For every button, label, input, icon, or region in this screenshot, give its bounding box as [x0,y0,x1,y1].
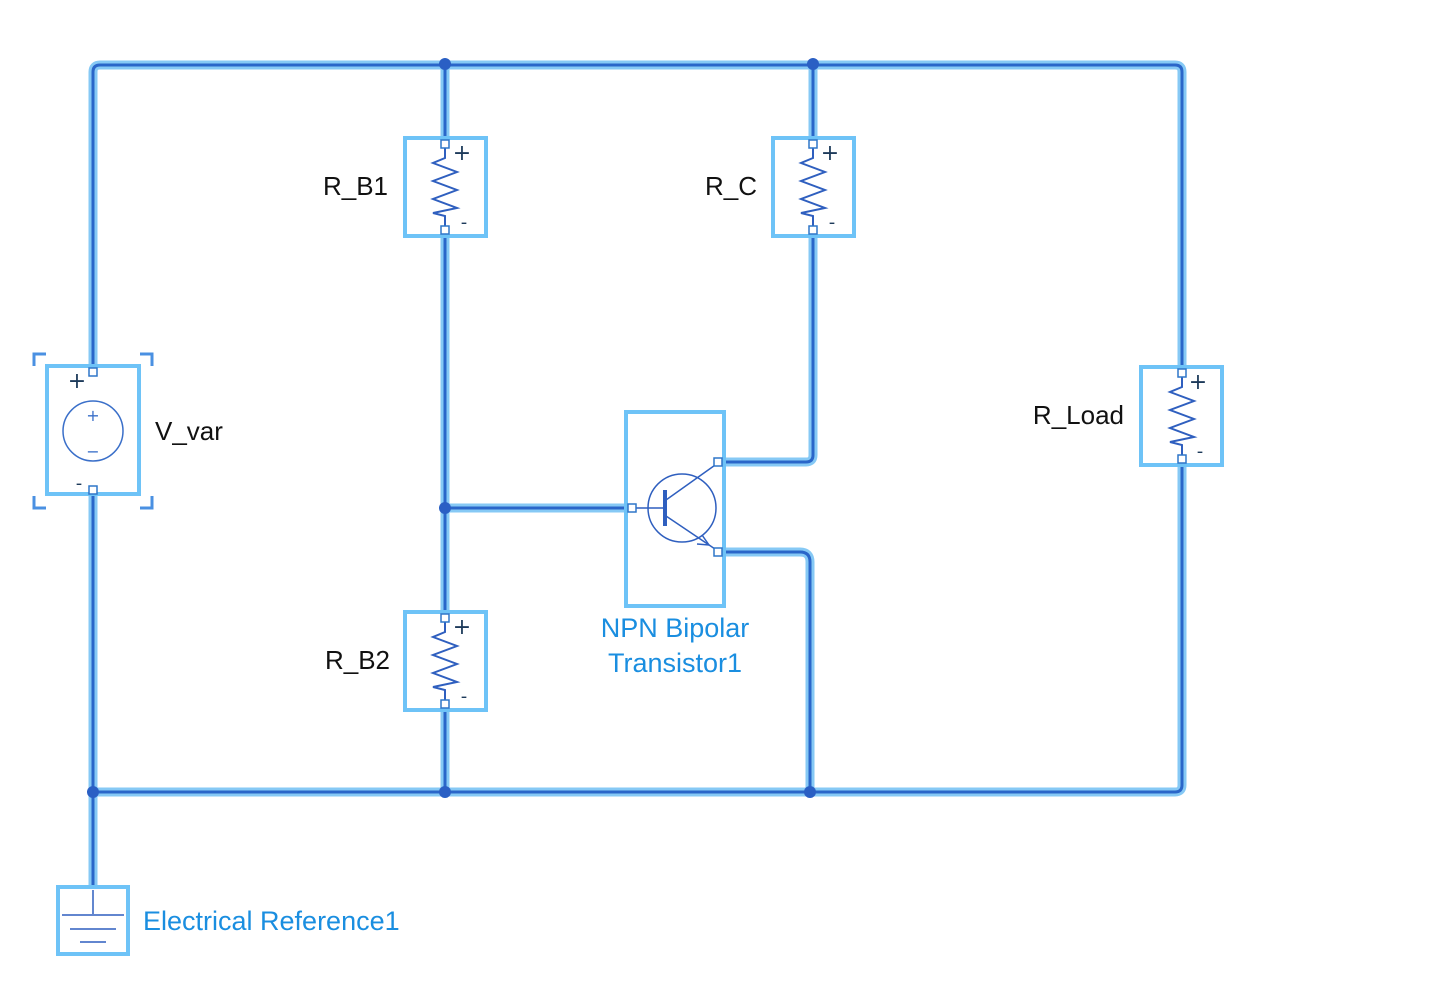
r-b1-port-plus[interactable] [440,139,450,149]
v-var-minus-sign: - [76,473,83,494]
r-load-plus-sign: + [1189,370,1207,395]
r-load-minus-sign: - [1197,441,1204,462]
block-r-b2[interactable]: + - [403,610,488,712]
wire-collector[interactable] [713,225,818,467]
selection-handles [32,352,154,510]
v-var-label: V_var [155,416,223,446]
r-b2-port-minus[interactable] [440,699,450,709]
npn-port-base[interactable] [627,503,637,513]
r-load-label: R_Load [1033,400,1124,430]
ground-label: Electrical Reference1 [143,906,400,936]
v-var-inner-minus: − [86,442,99,461]
npn-port-emitter[interactable] [713,547,723,557]
wire-emitter[interactable] [713,547,815,797]
r-b1-plus-sign: + [453,141,471,166]
block-electrical-reference[interactable] [56,885,130,956]
v-var-port-minus[interactable] [88,485,98,495]
r-c-port-minus[interactable] [808,225,818,235]
block-r-load[interactable]: + - [1139,365,1224,467]
npn-port-collector[interactable] [713,457,723,467]
r-b1-minus-sign: - [461,212,468,233]
wire-bottom-rail[interactable] [88,453,1187,797]
v-var-plus-sign: + [68,369,86,394]
junction-dots [87,58,819,798]
block-r-c[interactable]: + - [771,136,856,238]
r-load-port-plus[interactable] [1177,368,1187,378]
npn-label-line2: Transistor1 [608,648,742,678]
r-c-label: R_C [705,171,757,201]
r-c-minus-sign: - [829,212,836,233]
block-npn-transistor[interactable] [624,410,726,608]
r-b1-port-minus[interactable] [440,225,450,235]
r-b2-port-plus[interactable] [440,613,450,623]
wire-top-rail[interactable] [88,60,1187,383]
npn-label-line1: NPN Bipolar [601,613,750,643]
r-b2-plus-sign: + [453,615,471,640]
r-load-port-minus[interactable] [1177,454,1187,464]
r-c-port-plus[interactable] [808,139,818,149]
block-v-var[interactable]: + − + - [32,352,154,510]
block-r-b1[interactable]: + - [403,136,488,238]
v-var-inner-plus: + [86,406,99,425]
r-b2-label: R_B2 [325,645,390,675]
v-var-port-plus[interactable] [88,367,98,377]
r-b1-label: R_B1 [323,171,388,201]
r-c-plus-sign: + [821,141,839,166]
r-b2-minus-sign: - [461,686,468,707]
